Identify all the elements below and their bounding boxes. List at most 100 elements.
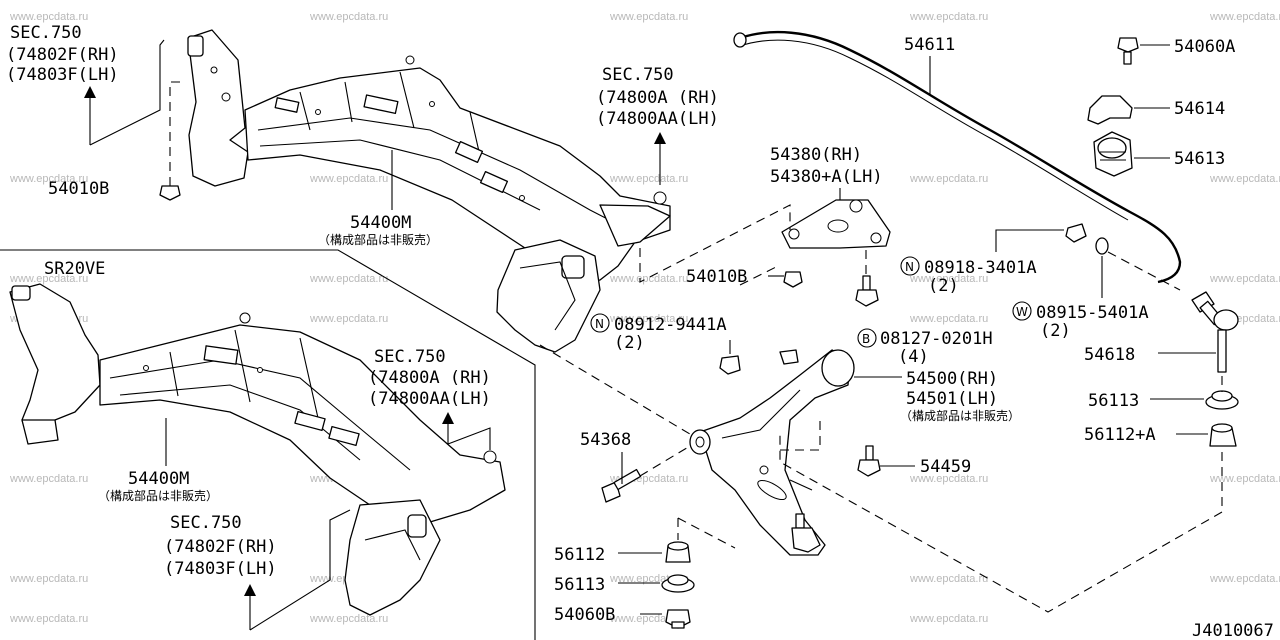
clamp-54614 (1087, 95, 1133, 125)
nut-08912 (719, 355, 741, 375)
part-note-54400m-top: （構成部品は非販売） (318, 232, 438, 247)
washer-08915 (1095, 237, 1109, 255)
watermark: www.epcdata.ru (9, 613, 88, 625)
part-label-54614: 54614 (1174, 99, 1225, 119)
bolt-54060a (1117, 37, 1139, 65)
part-label-54060a: 54060A (1174, 37, 1235, 57)
bolt-54368 (601, 468, 642, 503)
sec-ref-label: SEC.750 (374, 347, 446, 367)
circle-prefix-b (857, 328, 877, 348)
part-label-54368: 54368 (580, 430, 631, 450)
bushing-56112 (665, 541, 691, 563)
prefix-n2: N (905, 260, 914, 274)
sec-ref-lh: (74803F(LH) (6, 65, 119, 85)
sec-ref-label: SEC.750 (602, 65, 674, 85)
sec-ref-lh: (74800AA(LH) (368, 389, 491, 409)
nut-54060b (665, 609, 691, 629)
part-label-08918: 08918-3401A (924, 258, 1037, 278)
part-label-54010b-top: 54010B (48, 179, 109, 199)
watermark: www.epcdata.ru (909, 573, 988, 585)
watermark: www.epcdata.ru (909, 273, 988, 285)
arrow-up-icon (654, 132, 666, 144)
bushing-56113-bottom (661, 574, 695, 593)
part-qty-08915: (2) (1040, 321, 1071, 341)
part-label-54500-rh: 54500(RH) (906, 369, 998, 389)
watermark: www.epcdata.ru (309, 173, 388, 185)
prefix-w: W (1016, 305, 1028, 319)
bolt-54459 (857, 445, 881, 477)
leader-line (995, 229, 1064, 252)
sec-ref-rh: (74802F(RH) (6, 45, 119, 65)
part-label-08915: 08915-5401A (1036, 303, 1149, 323)
subframe-top (187, 29, 671, 353)
part-label-56113-right: 56113 (1088, 391, 1139, 411)
watermark: www.epcdata.ru (9, 11, 88, 23)
watermark: www.epcdata.ru (9, 173, 88, 185)
variant-divider (0, 249, 536, 640)
part-qty-08912: (2) (614, 333, 645, 353)
bushing-56113-right (1205, 390, 1239, 410)
bolt-54010b-top (159, 185, 181, 201)
circle-prefix-n1 (590, 313, 610, 333)
sec-ref-label: SEC.750 (170, 513, 242, 533)
sec-ref-bracket (447, 427, 491, 450)
watermark: www.epcdata.ru (9, 573, 88, 585)
watermark: www.epcdata.ru (1209, 573, 1280, 585)
arrow-up-icon (442, 412, 454, 424)
watermark: www.epcdata.ru (1209, 173, 1280, 185)
stabilizer-end (733, 32, 747, 48)
part-qty-08918: (2) (928, 276, 959, 296)
part-label-08912: 08912-9441A (614, 315, 727, 335)
circle-prefix-w (1012, 301, 1032, 321)
sec-ref-lh: (74803F(LH) (164, 559, 277, 579)
prefix-b: B (862, 332, 870, 346)
prefix-n1: N (595, 317, 604, 331)
watermark: www.epcdata.ru (609, 11, 688, 23)
part-note-54400m-bottom: （構成部品は非販売） (98, 488, 218, 503)
watermark: www.epcdata.ru (309, 11, 388, 23)
part-label-56112: 56112 (554, 545, 605, 565)
sec-ref-rh: (74800A (RH) (368, 368, 491, 388)
watermark: www.epcdata.ru (609, 313, 688, 325)
bushing-54613 (1093, 131, 1133, 177)
stabilizer-bar-edge (739, 39, 1129, 221)
part-label-54611: 54611 (904, 35, 955, 55)
part-label-54459: 54459 (920, 457, 971, 477)
arrow-up-icon (244, 584, 256, 596)
sec-ref-rh: (74800A (RH) (596, 88, 719, 108)
part-label-54060b: 54060B (554, 605, 615, 625)
part-label-54380-rh: 54380(RH) (770, 145, 862, 165)
arrow-up-icon (84, 86, 96, 98)
part-label-54618: 54618 (1084, 345, 1135, 365)
sec-ref-lh: (74800AA(LH) (596, 109, 719, 129)
watermark: www.epcdata.ru (1209, 273, 1280, 285)
sec-ref-label: SEC.750 (10, 23, 82, 43)
watermark: www.epcdata.ru (609, 273, 688, 285)
sec-ref-rh: (74802F(RH) (164, 537, 277, 557)
watermark: www.epcdata.ru (909, 173, 988, 185)
sec-ref-bracket (89, 39, 165, 146)
lower-control-arm (689, 349, 855, 556)
watermark: www.epcdata.ru (909, 613, 988, 625)
part-label-56113-bottom: 56113 (554, 575, 605, 595)
watermark: www.epcdata.ru (1209, 473, 1280, 485)
part-qty-08127: (4) (898, 347, 929, 367)
part-label-54380-lh: 54380+A(LH) (770, 167, 883, 187)
dashed-guide (169, 81, 186, 186)
part-label-56112a: 56112+A (1084, 425, 1156, 445)
watermark: www.epcdata.ru (909, 313, 988, 325)
part-note-54501: （構成部品は非販売） (900, 408, 1020, 423)
watermark: www.epcdata.ru (609, 173, 688, 185)
part-label-54400m-top: 54400M (350, 213, 411, 233)
watermark: www.epcdata.ru (909, 11, 988, 23)
nut-08918 (1065, 223, 1087, 243)
variant-label: SR20VE (44, 259, 105, 279)
dashed-guide (677, 517, 736, 549)
dashed-guide (1107, 251, 1181, 291)
watermark: www.epcdata.ru (309, 313, 388, 325)
watermark: www.epcdata.ru (909, 473, 988, 485)
drawing-code: J4010067 (1192, 621, 1274, 640)
stabilizer-link-54618 (1191, 291, 1239, 373)
dashed-guide (639, 204, 791, 283)
